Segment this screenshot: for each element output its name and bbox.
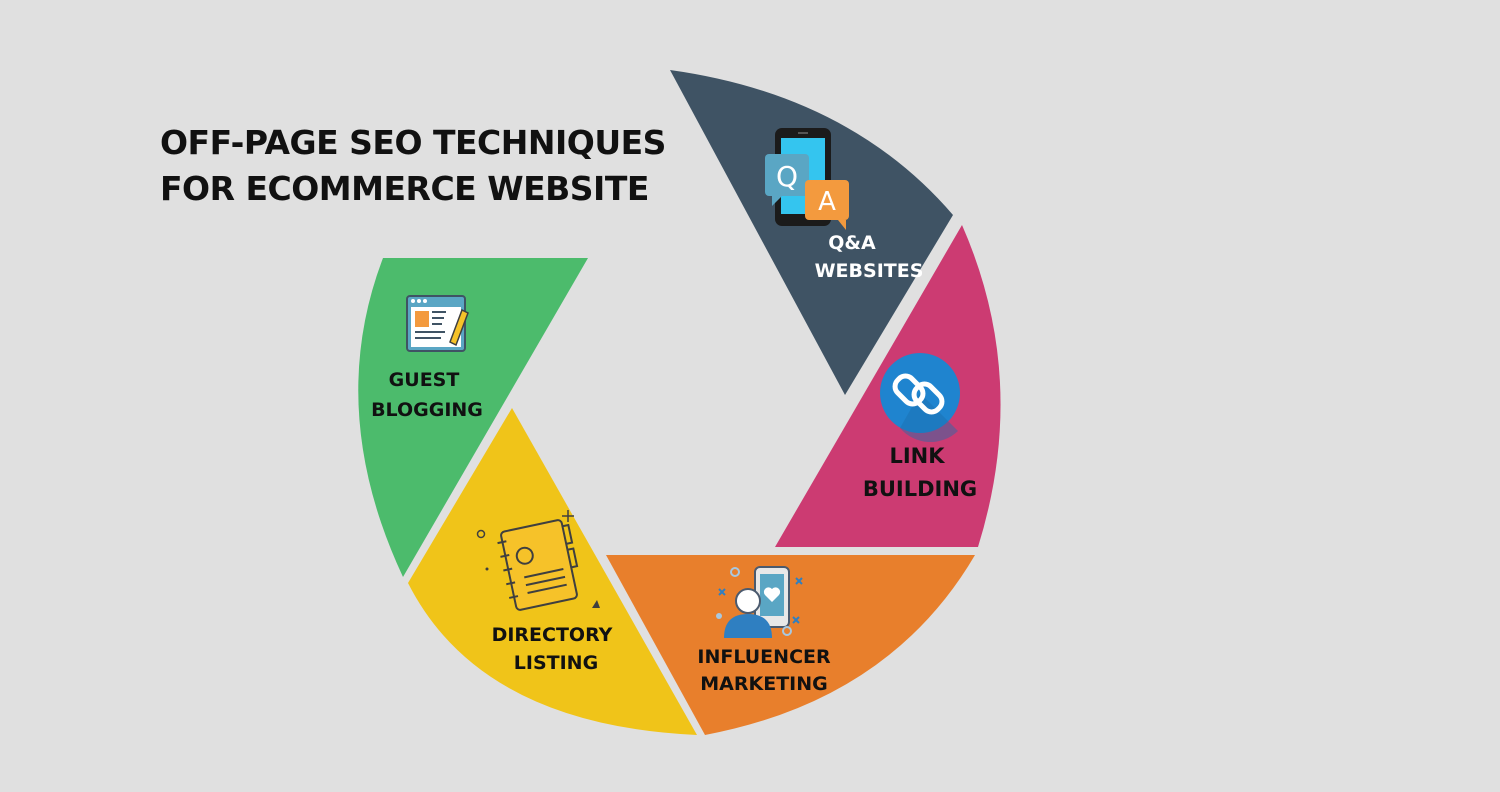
qa-letter-q: Q bbox=[776, 160, 798, 193]
qa-letter-a: A bbox=[818, 187, 836, 217]
segment-directory-label-line-2: LISTING bbox=[514, 652, 598, 674]
segment-qa-websites: Q A Q&A WEBSITES bbox=[670, 70, 953, 395]
address-book-icon bbox=[476, 510, 600, 611]
influencer-phone-icon bbox=[716, 566, 803, 638]
qa-phone-icon: Q A bbox=[765, 128, 849, 230]
title-line-2: FOR ECOMMERCE WEBSITE bbox=[160, 169, 649, 208]
page-title: OFF-PAGE SEO TECHNIQUES FOR ECOMMERCE WE… bbox=[160, 120, 666, 212]
segment-directory-label-line-1: DIRECTORY bbox=[492, 624, 613, 646]
segment-link-label-line-2: BUILDING bbox=[863, 477, 977, 501]
segment-qa-shape bbox=[670, 70, 953, 395]
segment-qa-label-line-2: WEBSITES bbox=[815, 260, 924, 282]
segment-link-building: LINK BUILDING bbox=[775, 225, 1001, 547]
segment-guest-label-line-2: BLOGGING bbox=[371, 399, 483, 421]
segment-link-label-line-1: LINK bbox=[889, 444, 945, 468]
segment-guest-blogging: GUEST BLOGGING bbox=[358, 258, 588, 577]
segment-guest-label-line-1: GUEST bbox=[389, 369, 460, 391]
segment-directory-listing: DIRECTORY LISTING bbox=[408, 408, 697, 735]
segment-influencer-label-line-2: MARKETING bbox=[700, 673, 827, 695]
blog-page-icon bbox=[406, 295, 469, 352]
segment-influencer-label-line-1: INFLUENCER bbox=[697, 646, 831, 668]
chain-link-icon bbox=[880, 353, 960, 443]
segment-qa-label-line-1: Q&A bbox=[828, 232, 876, 254]
segment-influencer-shape bbox=[606, 555, 975, 735]
segment-influencer-marketing: INFLUENCER MARKETING bbox=[606, 555, 975, 735]
title-line-1: OFF-PAGE SEO TECHNIQUES bbox=[160, 123, 666, 162]
